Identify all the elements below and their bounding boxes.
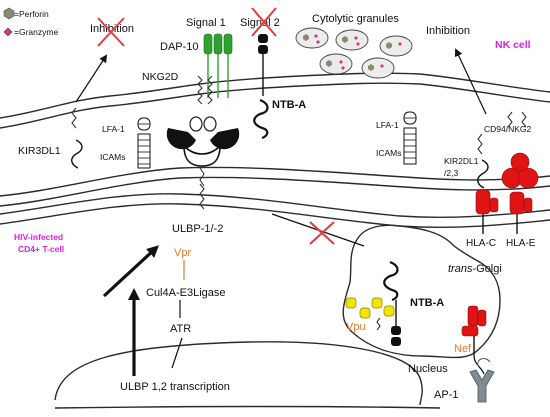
hiv-infected-label-line1: HIV-infected <box>14 232 63 242</box>
hla-molecule-golgi <box>461 305 487 356</box>
granules <box>295 27 413 79</box>
arrow-icon <box>75 54 108 103</box>
lfa1-left-label: LFA-1 <box>102 124 125 134</box>
granule <box>379 35 413 57</box>
icams-right-label: ICAMs <box>376 148 402 158</box>
dap10-label: DAP-10 <box>160 41 199 53</box>
lfa1-icam-right <box>403 111 417 165</box>
hla-c-molecule <box>475 189 499 234</box>
kir2dl-label-line1: KIR2DL1 <box>444 156 479 166</box>
kir3dl1-receptor <box>71 107 83 169</box>
atr-connector <box>171 337 183 369</box>
ap1-adaptor <box>469 358 495 403</box>
ntba-receptor-top <box>253 34 269 140</box>
cytolytic-granules-label: Cytolytic granules <box>312 13 399 25</box>
icams-left-label: ICAMs <box>100 152 126 162</box>
kir3dl1-label: KIR3DL1 <box>18 145 61 157</box>
nkg2d-label: NKG2D <box>142 71 179 83</box>
ap1-label: AP-1 <box>434 389 458 401</box>
granzyme-icon <box>3 27 13 37</box>
ntba-receptor-golgi <box>383 260 401 346</box>
lfa1-right-label: LFA-1 <box>376 120 399 130</box>
hla-e-molecule <box>509 191 533 234</box>
t-cell-membrane <box>0 193 550 229</box>
perforin-icon <box>3 7 15 20</box>
arrow-icon <box>102 245 159 298</box>
inhibition-left-label: Inhibition <box>90 23 134 35</box>
nk-cell-membrane <box>0 72 550 207</box>
cross-mark-icon <box>251 7 277 37</box>
granule <box>319 53 353 75</box>
nef-label: Nef <box>454 343 472 355</box>
hiv-infected-label-line2: CD4+ T-cell <box>18 244 64 254</box>
kir2dl-receptor <box>477 133 489 189</box>
lfa1-icam-left <box>137 117 151 169</box>
cross-mark-icon <box>97 17 125 47</box>
ulbp-ligand <box>199 183 205 210</box>
vpu-protein <box>345 297 395 331</box>
signal1-label: Signal 1 <box>186 17 226 29</box>
granule <box>335 29 369 51</box>
inhibition-right-label: Inhibition <box>426 25 470 37</box>
ulbp-label: ULBP-1/-2 <box>172 223 223 235</box>
signal2-label: Signal 2 <box>240 17 280 29</box>
granule <box>361 57 395 79</box>
ntba-top-label: NTB-A <box>272 99 306 111</box>
legend-granzyme: =Granzyme <box>14 27 58 37</box>
trans-golgi-label: trans-Golgi <box>448 263 502 275</box>
atr-label: ATR <box>170 323 191 335</box>
nucleus <box>54 341 441 409</box>
nk-cell-label: NK cell <box>495 39 531 51</box>
ulbp-transcription-label: ULBP 1,2 transcription <box>120 381 230 393</box>
cd94-nkg2-receptor <box>501 111 539 189</box>
granule <box>295 27 329 49</box>
vpu-label: Vpu <box>346 321 366 333</box>
ntba-golgi-label: NTB-A <box>410 297 444 309</box>
cross-mark-icon <box>309 221 335 245</box>
trans-golgi-compartment <box>342 224 501 359</box>
legend-perforin: =Perforin <box>14 9 49 19</box>
hla-c-label: HLA-C <box>466 238 496 249</box>
dap10-receptor <box>203 33 233 98</box>
cd94-nkg2-label: CD94/NKG2 <box>484 124 532 134</box>
nucleus-label: Nucleus <box>408 363 448 375</box>
kir2dl-label-line2: /2,3 <box>444 168 458 178</box>
vpr-label: Vpr <box>174 247 191 259</box>
nkg2d-receptor <box>166 75 240 187</box>
cul4a-label: Cul4A-E3Ligase <box>146 287 226 299</box>
arrow-icon <box>454 48 487 115</box>
hla-e-label: HLA-E <box>506 238 536 249</box>
legend: =Perforin =Granzyme <box>3 7 58 37</box>
